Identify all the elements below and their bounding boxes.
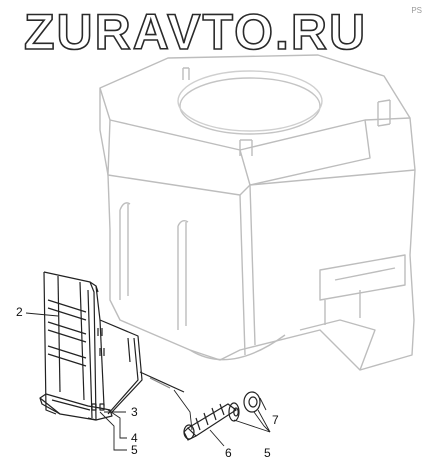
leader-lines [25, 312, 271, 451]
callout-2: 2 [16, 305, 23, 319]
callout-5-washer: 5 [264, 446, 271, 460]
callout-7: 7 [272, 413, 279, 427]
callout-3: 3 [131, 405, 138, 419]
step-ladder [39, 271, 185, 421]
nut [243, 391, 261, 413]
callout-4: 4 [131, 431, 138, 445]
washer [228, 402, 240, 422]
callout-6: 6 [225, 446, 232, 460]
corner-mark: PS [411, 6, 422, 15]
bolt [183, 403, 238, 441]
tank-housing [99, 54, 416, 371]
callout-5-ladder: 5 [131, 443, 138, 457]
watermark-text: ZURAVTO.RU [23, 3, 368, 61]
